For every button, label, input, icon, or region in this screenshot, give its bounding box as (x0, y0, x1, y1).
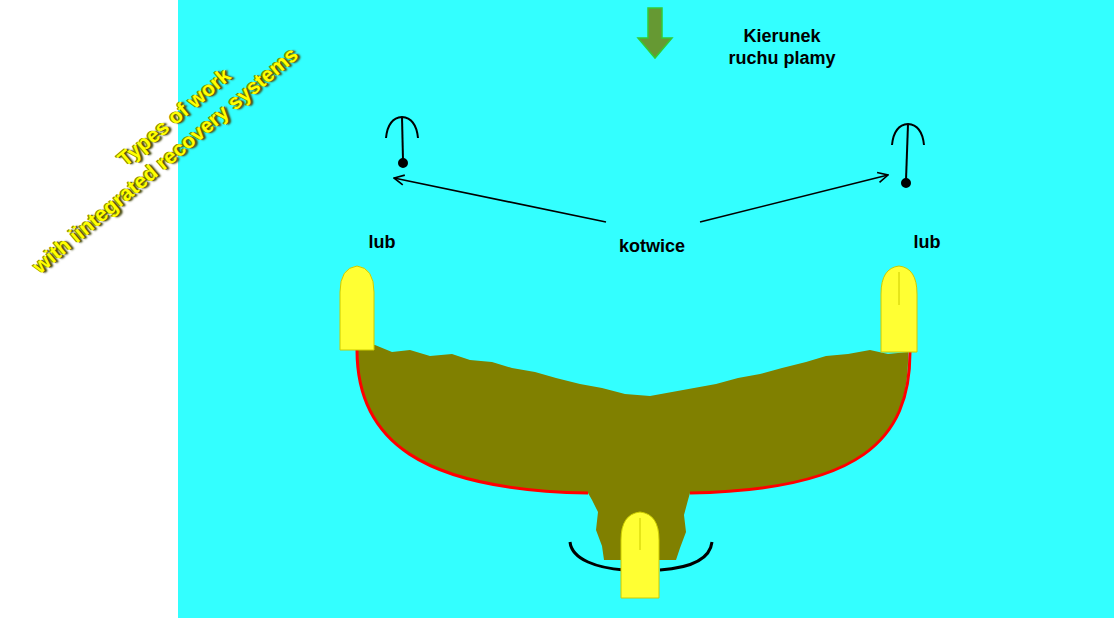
anchor-symbol (386, 117, 418, 167)
boat (340, 266, 374, 350)
anchor-symbol (892, 124, 924, 187)
alternative-label: lub (369, 232, 396, 254)
anchor-label: kotwice (619, 236, 685, 258)
boat (621, 512, 659, 598)
direction-arrow (638, 8, 672, 58)
direction-label: Kierunek ruchu plamy (723, 26, 841, 69)
leader-arrow (394, 178, 606, 222)
alternative-label: lub (914, 232, 941, 254)
boom (690, 352, 910, 493)
boat-detail (899, 272, 900, 305)
boom (357, 350, 588, 493)
boom (570, 542, 624, 570)
boat (881, 266, 917, 352)
boom (660, 542, 712, 570)
water (178, 0, 1114, 618)
boat-detail (640, 518, 641, 550)
leader-arrow (700, 175, 888, 222)
